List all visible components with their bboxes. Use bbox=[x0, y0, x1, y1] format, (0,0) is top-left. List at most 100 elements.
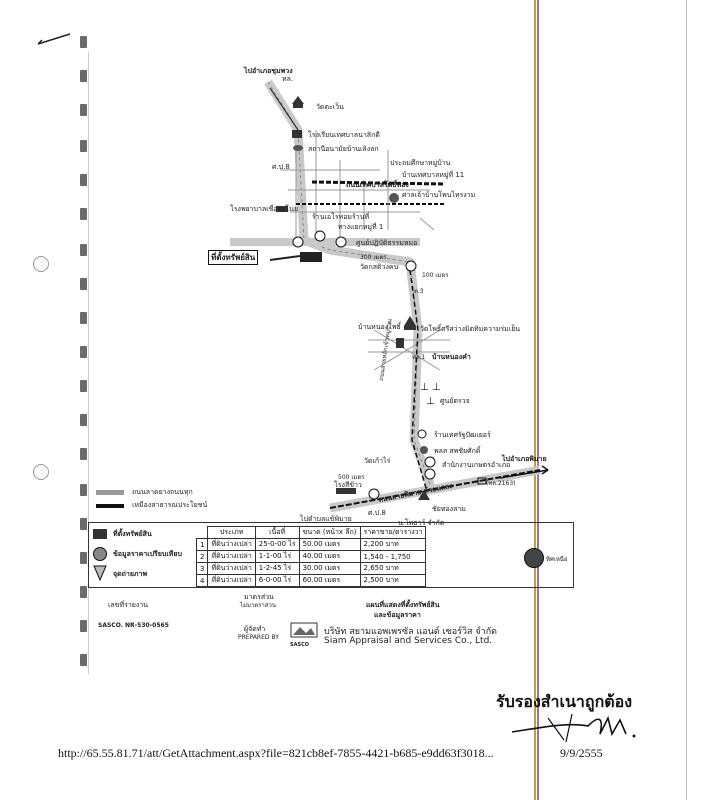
row-type: ที่ดินว่างเปล่า bbox=[207, 574, 256, 587]
row-area: 1-2-45 ไร่ bbox=[254, 562, 300, 575]
temple-icon bbox=[404, 316, 416, 330]
map-subtitle: และข้อมูลราคา bbox=[374, 611, 421, 619]
punch-mark bbox=[80, 312, 87, 324]
market-icon bbox=[276, 206, 288, 212]
map-label-code: ศ.ป.8 bbox=[272, 163, 290, 171]
map-label-wat: วัดกสติวงคน bbox=[360, 263, 399, 271]
map-label-primary: ประถมศึกษาหมู่บ้าน bbox=[390, 159, 451, 167]
map-label-temple-2: วัดเก้าไร่ bbox=[364, 457, 391, 465]
table-row: 1 ที่ดินว่างเปล่า 25-0-00 ไร่ 50.00 เมตร… bbox=[195, 538, 427, 551]
map-label-road-ref: (ทล.2163) bbox=[486, 480, 516, 487]
binder-hole bbox=[33, 464, 49, 480]
comparables-table: ประเภท เนื้อที่ ขนาด (หน้าx ลึก) ราคาขาย… bbox=[195, 526, 427, 587]
punch-mark bbox=[80, 174, 87, 186]
row-type: ที่ดินว่างเปล่า bbox=[207, 550, 256, 563]
shop-icon bbox=[417, 429, 427, 439]
map-label-road: ถนนเทศบาลโพธิ์ทอง bbox=[346, 181, 409, 189]
company-name-thai: บริษัท สยามแอพเพรซัล แอนด์ เซอร์วิส จำกั… bbox=[324, 627, 498, 637]
punch-mark bbox=[80, 414, 87, 426]
punch-mark bbox=[80, 484, 87, 496]
map-label-distance-2: 100 เมตร bbox=[422, 272, 449, 279]
punch-mark bbox=[80, 36, 87, 48]
certified-copy-stamp: รับรองสำเนาถูกต้อง bbox=[496, 692, 633, 711]
comparable-swatch-icon bbox=[93, 547, 107, 561]
row-size: 30.00 เมตร bbox=[298, 562, 361, 575]
map-label-cemetery: ศูนย์ตรวจ bbox=[440, 397, 470, 405]
map-label-distance-3: 500 เมตร bbox=[338, 474, 365, 481]
punch-mark bbox=[80, 140, 87, 152]
legend-item-comparables: ข้อมูลราคาเปรียบเทียบ bbox=[113, 550, 182, 558]
map-label-center: ศูนย์ปฏิบัติธรรมหมอ bbox=[356, 239, 418, 247]
company-logo-text: SASCO bbox=[290, 642, 309, 648]
property-marker-icon bbox=[269, 252, 322, 262]
map-label-temple: วัดตะเว็น bbox=[316, 103, 344, 111]
compass-label: ทิศเหนือ bbox=[546, 556, 568, 563]
punch-mark bbox=[80, 70, 87, 82]
map-label-health-center: สถานีอนามัยบ้านเลิงลก bbox=[308, 145, 379, 153]
col-area: เนื้อที่ bbox=[254, 526, 300, 539]
property-swatch-icon bbox=[93, 529, 107, 539]
company-name-english: Siam Appraisal and Services Co., Ltd. bbox=[324, 636, 493, 646]
punch-mark bbox=[80, 380, 87, 392]
factory-icon bbox=[336, 488, 356, 494]
print-date: 9/9/2555 bbox=[560, 746, 603, 760]
scale-label: มาตรส่วน bbox=[244, 593, 274, 601]
punch-mark bbox=[80, 620, 87, 632]
punch-mark bbox=[80, 278, 87, 290]
legend-table-frame: ที่ตั้งทรัพย์สิน ข้อมูลราคาเปรียบเทียบ จ… bbox=[88, 522, 574, 588]
row-price: 2,500 บาท bbox=[359, 574, 427, 587]
punch-mark bbox=[80, 448, 87, 460]
signature-icon bbox=[511, 713, 636, 743]
table-row: 2 ที่ดินว่างเปล่า 1-1-00 ไร่ 40.00 เมตร … bbox=[195, 550, 427, 563]
page-edge-line bbox=[686, 0, 687, 800]
map-label-bottom-destination: ไปตำบลแข้พิมาย bbox=[300, 515, 352, 523]
map-label-shop-2: ร้านเทศรัฐปัฒเยอร์ bbox=[434, 431, 491, 439]
scan-line-purple bbox=[537, 0, 539, 800]
report-number-label: เลขที่รายงาน bbox=[108, 601, 149, 609]
map-label-top-destination: ไปอำเภอชุมพวง bbox=[244, 67, 293, 75]
punch-mark bbox=[80, 104, 87, 116]
temple-icon bbox=[292, 96, 304, 108]
print-url: http://65.55.81.71/att/GetAttachment.asp… bbox=[58, 746, 494, 760]
map-label-property: ที่ตั้งทรัพย์สิน bbox=[208, 250, 259, 265]
map-label-bottom-3: น.โพธาร์ จำกัด bbox=[398, 519, 445, 527]
row-size: 50.00 เมตร bbox=[298, 538, 361, 551]
shrine-icon bbox=[389, 193, 399, 203]
temple-icon bbox=[418, 490, 430, 500]
school-icon bbox=[420, 446, 428, 454]
legend-line-1: ถนนลาดยางถนนทุก bbox=[132, 488, 193, 496]
map-label-shrine: ศาลเจ้าบ้านโพนไทรงาม bbox=[402, 191, 476, 199]
company-logo-icon bbox=[290, 622, 318, 638]
map-label-hospital: โรงพยาบาลเชื่อยะโนย bbox=[230, 205, 299, 213]
punch-mark bbox=[80, 552, 87, 564]
svg-text:⊥ ⊥: ⊥ ⊥ bbox=[420, 382, 441, 393]
row-type: ที่ดินว่างเปล่า bbox=[207, 562, 256, 575]
scale-value: ไม่มาตราส่วน bbox=[240, 602, 276, 609]
row-price: 1,540 - 1,750 bbox=[359, 550, 427, 563]
map-label-top-road: ทล. bbox=[282, 75, 294, 83]
legend-canal-swatch bbox=[96, 504, 124, 508]
punch-mark bbox=[80, 208, 87, 220]
map-label-bottom-2: ชัยทองสาม bbox=[432, 505, 466, 513]
map-label-factory: โรงสีข้าว bbox=[334, 481, 362, 489]
map-label-bottom-1: ศ.ป.8 bbox=[368, 509, 386, 517]
row-area: 6-0-00 ไร่ bbox=[254, 574, 300, 587]
legend-item-photo: จุดถ่ายภาพ bbox=[113, 570, 148, 578]
map-label-right-destination: ไปอำเภอพิมาย bbox=[502, 455, 547, 463]
map-label-village-1: บ้านหนองโพธิ์ bbox=[358, 323, 401, 331]
binder-hole bbox=[33, 256, 49, 272]
map-label-school: โรงเรียนเทศบาลนาสิกดี bbox=[308, 131, 380, 139]
crossroad-marker-icon bbox=[396, 338, 404, 348]
cemetery-icon: ⊥ ⊥ ⊥ bbox=[420, 382, 441, 407]
row-price: 2,200 บาท bbox=[359, 538, 427, 551]
staple-mark bbox=[37, 33, 71, 45]
col-size: ขนาด (หน้าx ลึก) bbox=[298, 526, 361, 539]
map-label-school-2: พลล สพชัยศักดิ์ bbox=[434, 447, 481, 455]
table-header-row: ประเภท เนื้อที่ ขนาด (หน้าx ลึก) ราคาขาย… bbox=[197, 526, 427, 539]
drawer-value: PREPARED BY bbox=[238, 634, 279, 641]
row-type: ที่ดินว่างเปล่า bbox=[207, 538, 256, 551]
map-label-road-3: ต.3 bbox=[414, 288, 424, 295]
row-number: 3 bbox=[195, 562, 209, 575]
map-label-shop: ร้านเอโรทอมร้านที่ bbox=[312, 213, 370, 221]
